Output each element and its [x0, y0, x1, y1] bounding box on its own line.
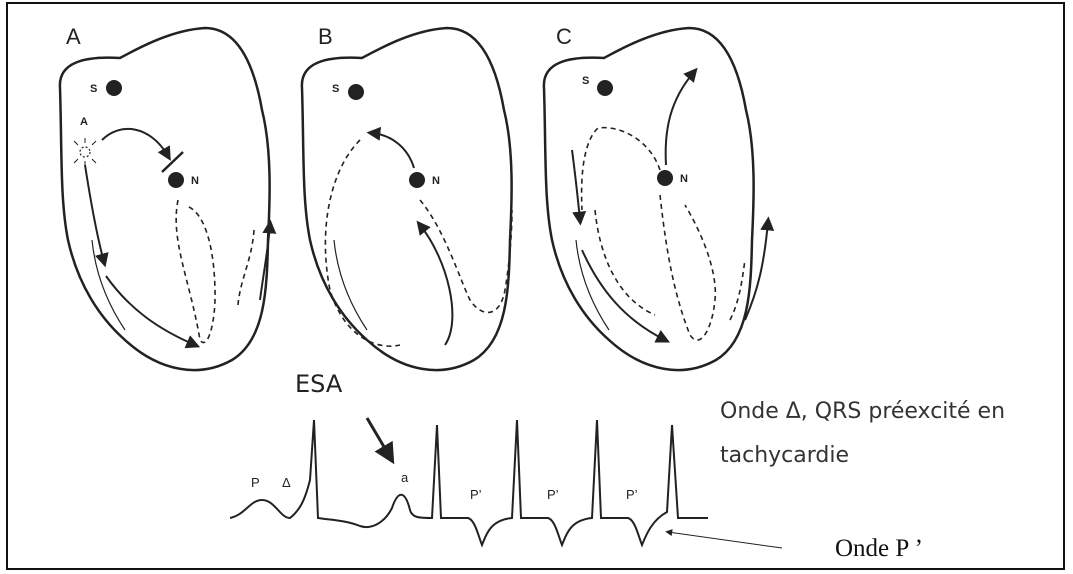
heart-outline-b [302, 28, 512, 370]
onde-p-arrow [668, 532, 782, 548]
panel-label-b: B [318, 24, 333, 49]
ectopic-focus-icon [74, 138, 96, 166]
retro-atrial-path-b [372, 133, 414, 168]
heart-diagram-c: C S N [544, 24, 768, 370]
node-n-label-a: N [191, 175, 199, 187]
heart-outline-c [544, 28, 754, 370]
down-path-a [85, 165, 104, 262]
wave-label-p-prime-2: P’ [547, 487, 559, 502]
av-node-c [657, 170, 673, 186]
onde-p-label: Onde P ’ [835, 535, 923, 562]
sinus-node-b [348, 84, 364, 100]
rising-path-b [420, 225, 452, 345]
dashed-loop-a [176, 200, 215, 343]
panel-label-c: C [556, 24, 572, 49]
exit-path-c [666, 72, 694, 165]
heart-inner-wall-b [334, 240, 367, 330]
dashed-right-c [730, 260, 745, 320]
node-s-label-c: S [582, 75, 589, 87]
wave-label-p-prime-3: P’ [626, 487, 638, 502]
atrial-path-a [102, 129, 168, 156]
node-a-label: A [80, 116, 88, 128]
caption-line-1: Onde Δ, QRS préexcité en [720, 399, 1005, 424]
dashed-atrial-c [582, 128, 660, 210]
node-n-label-b: N [432, 175, 440, 187]
dashed-left-loop-b [325, 140, 400, 346]
caption-line-2: tachycardie [720, 443, 849, 468]
av-node-a [168, 172, 184, 188]
sinus-node-c [597, 80, 613, 96]
node-n-label-c: N [680, 173, 688, 185]
node-s-label-b: S [332, 83, 339, 95]
ecg-waveform [230, 420, 708, 545]
av-node-b [409, 172, 425, 188]
wave-label-a: a [401, 470, 409, 485]
dashed-right-loop-b [420, 200, 512, 312]
heart-diagram-b: B S N [302, 24, 512, 370]
heart-diagram-a: A S A N [60, 24, 270, 370]
heart-inner-wall-c [576, 240, 609, 330]
dashed-inner-c [595, 210, 655, 315]
down-path-c [572, 150, 580, 220]
panel-label-a: A [66, 24, 81, 49]
wave-label-delta: Δ [282, 475, 291, 490]
block-bar-a [162, 152, 183, 172]
rising-path-c [745, 222, 768, 320]
esa-arrow [367, 418, 390, 457]
wave-label-p-prime-1: P’ [470, 487, 482, 502]
wave-label-p: P [251, 475, 260, 490]
node-s-label-a: S [90, 83, 97, 95]
esa-label: ESA [295, 370, 343, 398]
dashed-septal-c [660, 195, 715, 340]
heart-inner-wall-a [92, 240, 125, 330]
dashed-right-a [238, 230, 254, 305]
sinus-node-a [106, 80, 122, 96]
